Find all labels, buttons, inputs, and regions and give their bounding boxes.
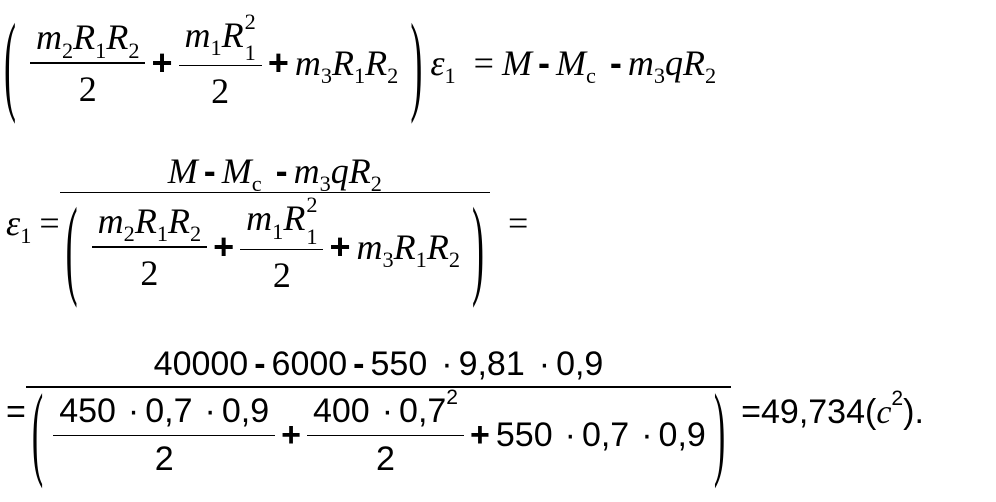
plus-sign: + [213,225,235,267]
equals-sign: = [6,392,26,431]
fraction-bar [59,191,490,194]
equation-line-3: = 40000-6000-550·9,81·0,9 ( 450·0,7·0,9 … [0,326,924,498]
fraction-term1: m2R1R2 2 [30,16,146,110]
numeric-fraction: 40000-6000-550·9,81·0,9 ( 450·0,7·0,9 2 … [25,344,732,491]
den-term-3: 550·0,7·0,9 [495,415,706,454]
equals-sign: = [473,43,494,83]
fraction-bar [91,245,208,248]
right-paren: ) [410,1,423,126]
fraction-bar [240,248,324,251]
plus-sign: + [151,42,173,83]
den-fraction-1: 450·0,7·0,9 2 [53,392,276,480]
fraction-numerator: 40000-6000-550·9,81·0,9 [153,344,604,383]
fraction-bar [306,434,465,437]
fraction-denominator: 2 [78,68,97,109]
plus-sign: + [267,42,289,83]
den-fraction-2: 400·0,72 2 [306,387,465,480]
epsilon-1: ε1 [6,203,32,249]
left-paren: ( [65,184,78,309]
plus-sign: + [329,225,351,267]
right-paren: ) [471,184,484,309]
fraction-bar [30,62,146,64]
term3: m3R1R2 [356,226,460,273]
fraction-numerator: m2R1R2 [36,17,140,63]
fraction-denominator: 2 [211,71,230,112]
fraction-bar [25,385,732,388]
fraction-term1: m2R1R2 2 [91,200,208,294]
left-paren: ( [31,376,44,492]
rhs-expression: M-Mc-m3qR2 [501,42,717,89]
fraction-denominator: ( 450·0,7·0,9 2 + 400·0,72 2 + 550·0,7·0… [26,376,731,491]
equals-sign-end: = [507,203,529,243]
fraction-bar [178,64,262,67]
fraction-numerator: M-Mc-m3qR2 [167,149,382,197]
left-paren: ( [4,1,16,126]
term3: m3R1R2 [294,43,399,89]
plus-sign: + [281,415,301,454]
equals-sign: = [39,203,60,243]
epsilon-1: ε1 [430,43,456,89]
fraction-bar [53,434,276,437]
result: =49,734(c2). [741,386,924,431]
plus-sign: + [470,415,490,454]
right-paren: ) [713,376,726,492]
